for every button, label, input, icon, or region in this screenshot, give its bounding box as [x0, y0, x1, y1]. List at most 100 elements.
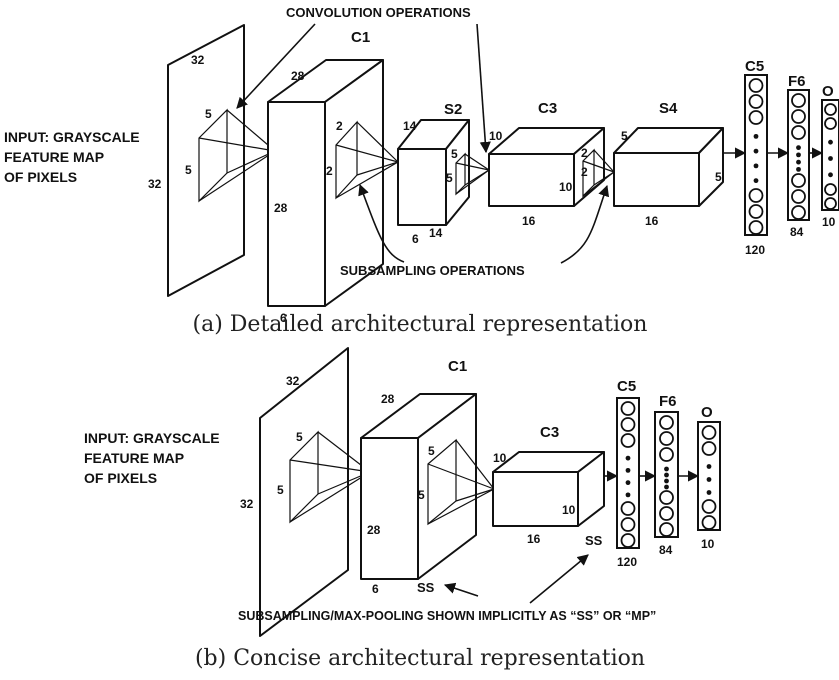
c1-front-a: [267, 101, 326, 307]
input-dim-side-a: 32: [148, 177, 162, 191]
input-label-a-3: OF PIXELS: [4, 169, 77, 185]
s4-name-a: S4: [659, 100, 678, 117]
neuron-circle: [791, 189, 806, 204]
input-label-a-1: INPUT: GRAYSCALE: [4, 129, 140, 145]
o-count-a: 10: [822, 215, 836, 229]
ellipsis-dot: [796, 159, 801, 165]
ellipsis-dot: [828, 172, 833, 178]
f6-name-a: F6: [788, 73, 806, 90]
kernel1-w-b: 5: [296, 430, 303, 444]
f6-column-a: [787, 89, 810, 221]
neuron-circle: [620, 517, 636, 532]
ellipsis-dot: [753, 148, 759, 154]
kernel2-w-b: 5: [428, 444, 435, 458]
c3-front-b: [492, 471, 579, 527]
c1-name-a: C1: [351, 29, 370, 46]
c3-depth-b: 10: [493, 451, 507, 465]
neuron-circle: [824, 183, 837, 196]
ellipsis-dot: [796, 145, 801, 151]
neuron-circle: [659, 490, 674, 505]
c3-front-a: [488, 153, 575, 207]
ellipsis-dot: [796, 152, 801, 158]
neuron-circle: [824, 103, 837, 116]
s2-name-a: S2: [444, 101, 462, 118]
c3-name-a: C3: [538, 100, 557, 117]
c5-name-b: C5: [617, 378, 636, 395]
neuron-circle: [701, 425, 717, 440]
ellipsis-dot: [828, 156, 833, 161]
conv-ops-label: CONVOLUTION OPERATIONS: [286, 5, 471, 20]
input-dim-top-b: 32: [286, 374, 300, 388]
f6-name-b: F6: [659, 393, 677, 410]
c1-ss-b: SS: [417, 580, 435, 595]
neuron-circle: [748, 204, 764, 219]
o-column-a: [821, 99, 839, 211]
ellipsis-dot: [625, 480, 631, 486]
c3-width-b: 16: [527, 532, 541, 546]
c3-depth-a: 10: [489, 129, 503, 143]
c5-column-a: [744, 74, 768, 236]
c5-count-a: 120: [745, 243, 765, 257]
c1-depth-b: 28: [381, 392, 395, 406]
caption-a: (a) Detailed architectural representatio…: [193, 312, 648, 337]
neuron-circle: [748, 78, 764, 93]
f6-count-a: 84: [790, 225, 804, 239]
kernel2-w-a: 2: [336, 119, 343, 133]
panel-a: 32 32 5 5 INPUT: GRAYSCALE FEATURE MAP O…: [4, 5, 839, 337]
ellipsis-dot: [664, 472, 669, 478]
kernel3-w-a: 5: [451, 147, 458, 161]
caption-b: (b) Concise architectural representation: [195, 646, 645, 671]
neuron-circle: [748, 94, 764, 109]
o-column-b: [697, 421, 721, 531]
s2-height-a: 14: [429, 226, 443, 240]
input-plane-a: [167, 24, 245, 297]
s4-front-a: [613, 152, 700, 207]
o-name-b: O: [701, 404, 713, 421]
c3-height-b: 10: [562, 503, 576, 517]
kernel3-h-a: 5: [446, 171, 453, 185]
neuron-circle: [620, 433, 636, 448]
neuron-circle: [620, 401, 636, 416]
ellipsis-dot: [625, 467, 631, 473]
input-plane-b: [259, 347, 349, 637]
ellipsis-dot: [753, 133, 759, 139]
s2-width-a: 6: [412, 232, 419, 246]
c1-width-b: 6: [372, 582, 379, 596]
neuron-circle: [791, 205, 806, 220]
ellipsis-dot: [625, 492, 631, 498]
c1-name-b: C1: [448, 358, 467, 375]
kernel1-w-a: 5: [205, 107, 212, 121]
c3-ss-b: SS: [585, 533, 603, 548]
neuron-circle: [620, 501, 636, 516]
neuron-circle: [791, 173, 806, 188]
f6-column-b: [654, 411, 679, 538]
input-dim-top-a: 32: [191, 53, 205, 67]
neuron-circle: [701, 515, 717, 530]
ellipsis-dot: [664, 466, 669, 472]
neuron-circle: [791, 93, 806, 108]
kernel2-h-a: 2: [326, 164, 333, 178]
s2-front-a: [397, 148, 447, 226]
neuron-circle: [701, 441, 717, 456]
neuron-circle: [620, 533, 636, 548]
c1-depth-a: 28: [291, 69, 305, 83]
ellipsis-dot: [753, 178, 759, 184]
ellipsis-dot: [796, 166, 801, 172]
input-label-a-2: FEATURE MAP: [4, 149, 104, 165]
neuron-circle: [748, 220, 764, 235]
neuron-circle: [659, 522, 674, 537]
neuron-circle: [620, 417, 636, 432]
neuron-circle: [659, 431, 674, 446]
ellipsis-dot: [753, 163, 759, 169]
c1-front-b: [360, 437, 419, 580]
c1-width-a: 6: [280, 311, 287, 325]
c5-name-a: C5: [745, 58, 764, 75]
c1-height-a: 28: [274, 201, 288, 215]
s4-width-a: 16: [645, 214, 659, 228]
neuron-circle: [791, 125, 806, 140]
c1-height-b: 28: [367, 523, 381, 537]
subsampling-ops-label: SUBSAMPLING OPERATIONS: [340, 263, 525, 278]
ellipsis-dot: [706, 464, 712, 469]
